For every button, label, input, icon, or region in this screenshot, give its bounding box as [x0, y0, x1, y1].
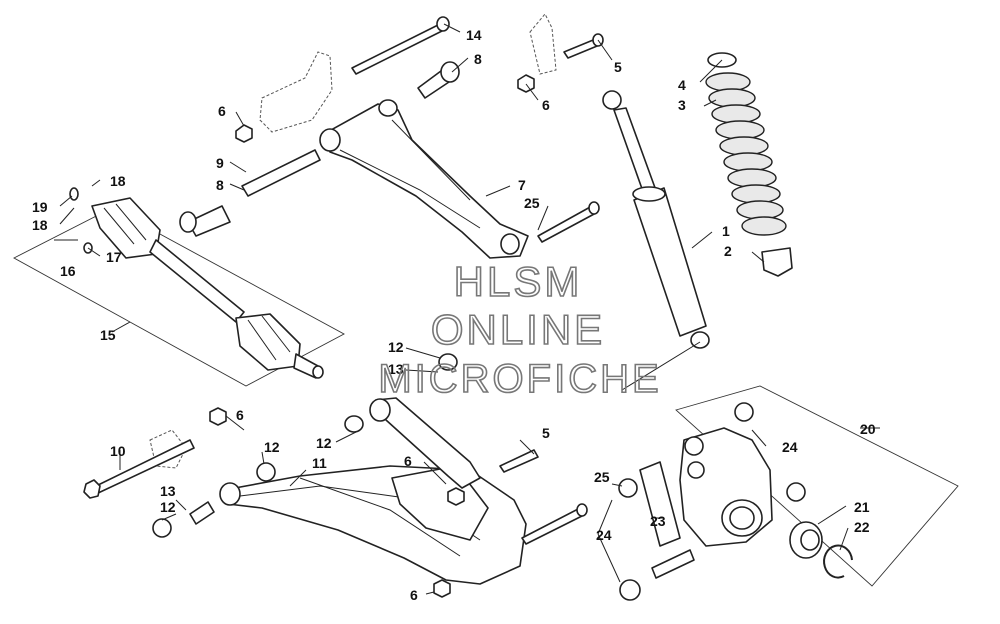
- lower-bushing-b: [152, 518, 172, 538]
- knuckle-group: [618, 385, 959, 601]
- knuckle-sleeve-upper: [639, 461, 681, 547]
- upper-arm-bolt: [537, 205, 597, 243]
- callout-5-lower: 5: [542, 425, 550, 441]
- snap-ring: [823, 544, 853, 579]
- callout-9: 9: [216, 155, 224, 171]
- upper-a-arm: [321, 103, 529, 259]
- drive-shaft-group: [13, 187, 345, 387]
- lower-nut-mid: [447, 487, 465, 506]
- callout-12-lower: 12: [264, 439, 280, 455]
- knuckle-bushing-left: [618, 478, 638, 498]
- callout-6-shock: 6: [542, 97, 550, 113]
- watermark-line-3: MICROFICHE: [378, 357, 661, 401]
- link-arm: [375, 397, 481, 489]
- callout-7: 7: [518, 177, 526, 193]
- shock-bottom-eye: [690, 331, 710, 349]
- lower-arm-bolt: [91, 439, 195, 495]
- link-bolt: [499, 449, 539, 473]
- callout-4: 4: [678, 77, 686, 93]
- callout-6-lower-mid: 6: [404, 453, 412, 469]
- callout-20: 20: [860, 421, 876, 437]
- callout-15: 15: [100, 327, 116, 343]
- knuckle-bushing-upper: [734, 402, 754, 422]
- upper-a-arm-group: [179, 16, 600, 259]
- callout-12-mid: 12: [316, 435, 332, 451]
- callout-3: 3: [678, 97, 686, 113]
- callout-1: 1: [722, 223, 730, 239]
- shock-top-eye: [602, 90, 622, 110]
- callout-2: 2: [724, 243, 732, 259]
- retaining-ring: [69, 187, 79, 201]
- callout-8-lower: 8: [216, 177, 224, 193]
- callout-22: 22: [854, 519, 870, 535]
- watermark-line-2: ONLINE: [431, 306, 605, 353]
- callout-19: 19: [32, 199, 48, 215]
- callout-12-bottom: 12: [160, 499, 176, 515]
- callout-6-lower-top: 6: [236, 407, 244, 423]
- callout-14: 14: [466, 27, 482, 43]
- callout-labels: 14 8 5 6 6 4 3 9 8 18 19 18 7 25 1 2 17 …: [32, 27, 876, 603]
- watermark-line-1: HLSM: [454, 258, 583, 305]
- shock-rod: [613, 107, 659, 201]
- callout-25-lower: 25: [594, 469, 610, 485]
- callout-17: 17: [106, 249, 122, 265]
- callout-12-upper: 12: [388, 339, 404, 355]
- lower-a-arm: [223, 465, 527, 585]
- callout-11: 11: [312, 455, 327, 471]
- upper-mount-bracket: [259, 51, 333, 133]
- watermark: HLSM ONLINE MICROFICHE: [378, 257, 661, 402]
- lower-a-arm-group: [83, 353, 588, 598]
- callout-13-upper: 13: [388, 361, 404, 377]
- inner-cv-boot: [91, 197, 161, 259]
- shock-nut: [517, 74, 535, 93]
- callout-21: 21: [854, 499, 870, 515]
- shock-bracket: [529, 13, 557, 75]
- shock-body: [633, 187, 707, 337]
- lower-pivot-bushing: [187, 205, 231, 237]
- callout-8-upper: 8: [474, 51, 482, 67]
- callout-16: 16: [60, 263, 76, 279]
- callout-25-upper: 25: [524, 195, 540, 211]
- pivot-pin: [241, 149, 321, 197]
- outer-cv-boot: [235, 313, 301, 371]
- upper-nut-left: [235, 124, 253, 143]
- link-bushing: [438, 353, 458, 371]
- callout-24-lower: 24: [596, 527, 612, 543]
- callout-24-upper: 24: [782, 439, 798, 455]
- spring-group: [705, 52, 793, 277]
- callout-13-lower: 13: [160, 483, 176, 499]
- shock-group: [517, 13, 710, 349]
- lower-sleeve: [189, 501, 215, 525]
- knuckle-bolt: [521, 507, 585, 545]
- knuckle-bushing-lower: [619, 579, 641, 601]
- callout-10: 10: [110, 443, 126, 459]
- coil-spring: [705, 72, 787, 236]
- leader-lines: [54, 23, 880, 595]
- axle-shaft: [149, 239, 245, 323]
- knuckle-bushing-right: [786, 482, 806, 502]
- spring-adjuster: [761, 247, 793, 277]
- lower-nut-bottom: [433, 579, 451, 598]
- callout-23: 23: [650, 513, 666, 529]
- callout-18-top: 18: [110, 173, 126, 189]
- knuckle-sleeve-lower: [651, 549, 695, 579]
- callout-5-upper: 5: [614, 59, 622, 75]
- lower-bushing-a: [256, 462, 276, 482]
- lower-mount-bracket: [149, 429, 187, 469]
- callout-6-upper: 6: [218, 103, 226, 119]
- lower-nut-top: [209, 407, 227, 426]
- callout-18-side: 18: [32, 217, 48, 233]
- upper-long-bolt: [351, 23, 445, 75]
- callout-6-bottom: 6: [410, 587, 418, 603]
